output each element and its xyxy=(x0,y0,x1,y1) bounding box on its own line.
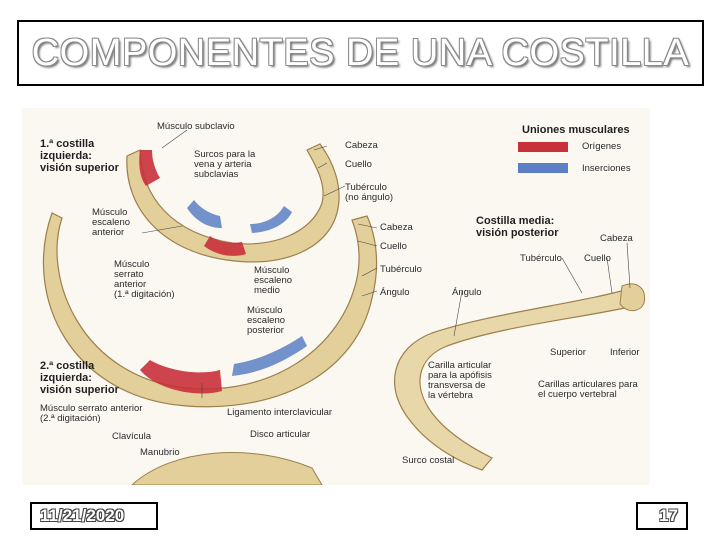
label-tuberculo1: Tubérculo (no ángulo) xyxy=(345,182,394,203)
first-rib-origin-scalene xyxy=(139,150,160,186)
first-rib-insertion-middle xyxy=(250,206,292,233)
label-angulo-middle: Ángulo xyxy=(452,287,482,298)
second-rib-insertion xyxy=(232,336,307,376)
title-box: COMPONENTES DE UNA COSTILLA xyxy=(17,20,704,86)
legend-origins-label: Orígenes xyxy=(582,141,622,152)
manubrium-bone xyxy=(131,452,323,485)
rib-anatomy-figure: 1.ª costilla izquierda: visión superior … xyxy=(22,108,650,485)
label-cuello2: Cuello xyxy=(380,241,407,252)
label-inferior: Inferior xyxy=(610,347,640,358)
label-surco-costal: Surco costal xyxy=(402,455,455,466)
label-cabeza1: Cabeza xyxy=(345,140,378,151)
page-number-text: 17 xyxy=(659,506,678,525)
label-cuello1: Cuello xyxy=(345,159,372,170)
section-middle-text: Costilla media: visión posterior xyxy=(476,215,559,239)
label-cuello-middle: Cuello xyxy=(584,253,611,264)
legend-insertions-label: Inserciones xyxy=(582,163,631,174)
label-carillas-cuerpo: Carillas articulares para el cuerpo vert… xyxy=(538,379,638,400)
label-clavicula: Clavícula xyxy=(112,431,152,442)
label-manubrio: Manubrio xyxy=(140,447,180,458)
section-rib1-header: 1.ª costilla izquierda: visión superior xyxy=(40,138,119,174)
label-escaleno-anterior: Músculo escaleno anterior xyxy=(92,207,131,238)
leader-lines xyxy=(141,129,631,398)
section-rib1-text: 1.ª costilla izquierda: visión superior xyxy=(40,138,119,174)
first-rib-insertion-groove xyxy=(187,200,222,228)
slide-title: COMPONENTES DE UNA COSTILLA xyxy=(31,31,690,74)
label-escaleno-posterior: Músculo escaleno posterior xyxy=(247,305,286,336)
footer-date: 11/21/2020 xyxy=(30,502,158,530)
first-rib-bone xyxy=(126,143,340,263)
legend-origins-swatch xyxy=(518,142,568,152)
label-tuberculo-middle: Tubérculo xyxy=(520,253,562,264)
label-disco: Disco articular xyxy=(250,429,311,440)
label-serrato1: Músculo serrato anterior (1.ª digitación… xyxy=(114,259,175,300)
first-rib-origin-lower xyxy=(204,236,246,256)
label-angulo2: Ángulo xyxy=(380,287,410,298)
label-ligamento: Ligamento interclavicular xyxy=(227,407,333,418)
label-cabeza2: Cabeza xyxy=(380,222,413,233)
label-serrato2: Músculo serrato anterior (2.ª digitación… xyxy=(40,403,143,424)
legend-insertions-swatch xyxy=(518,163,568,173)
label-surcos: Surcos para la vena y arteria subclavias xyxy=(194,149,256,180)
label-subclavio: Músculo subclavio xyxy=(157,121,235,132)
section-rib2-header: 2.ª costilla izquierda: visión superior xyxy=(40,360,119,396)
middle-rib-head xyxy=(619,283,646,312)
date-text: 11/21/2020 xyxy=(40,506,125,525)
label-cabeza-middle: Cabeza xyxy=(600,233,633,244)
rib-illustration xyxy=(42,129,646,485)
footer-page-number: 17 xyxy=(636,502,688,530)
second-rib-origin-serratus xyxy=(140,360,222,394)
label-escaleno-medio: Músculo escaleno medio xyxy=(254,265,293,296)
label-carilla-apofisis: Carilla articular para la apófisis trans… xyxy=(428,360,492,401)
legend-title: Uniones musculares xyxy=(522,124,630,136)
section-rib2-text: 2.ª costilla izquierda: visión superior xyxy=(40,360,119,396)
section-middle-header: Costilla media: visión posterior xyxy=(476,215,559,239)
label-superior: Superior xyxy=(550,347,586,358)
label-tuberculo2: Tubérculo xyxy=(380,264,422,275)
